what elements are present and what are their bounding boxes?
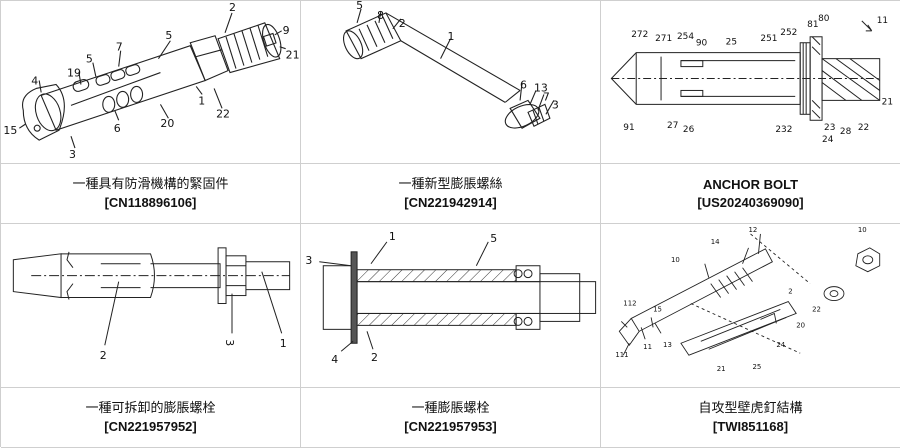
fig3-label: 26 bbox=[683, 125, 695, 135]
fig3-label: 81 bbox=[807, 20, 818, 30]
fastener-drawing: 2 9 21 5 7 5 19 4 15 3 6 20 1 22 bbox=[1, 1, 300, 163]
patent-caption-5: 一種膨脹螺栓 [CN221957953] bbox=[301, 388, 601, 448]
fig1-label: 5 bbox=[86, 53, 93, 66]
patent-caption-3: ANCHOR BOLT [US20240369090] bbox=[601, 164, 900, 224]
fig6-label: 22 bbox=[812, 305, 821, 313]
fig4-label: 2 bbox=[100, 349, 107, 362]
fig2-label: 6 bbox=[520, 78, 527, 91]
patent-number: [TWI851168] bbox=[713, 418, 788, 436]
patent-number: [CN221942914] bbox=[404, 194, 497, 212]
fig1-label: 2 bbox=[229, 1, 236, 14]
fig5-label: 4 bbox=[331, 353, 338, 366]
fig4-label: 3 bbox=[223, 339, 236, 346]
expansion-bolt-section-drawing: 3 1 5 4 2 bbox=[301, 224, 600, 387]
fig1-label: 9 bbox=[283, 24, 290, 37]
fig1-label: 7 bbox=[116, 41, 123, 54]
removable-bolt-drawing: 2 3 1 bbox=[1, 224, 300, 387]
fig6-label: 2 bbox=[788, 288, 792, 296]
fig3-label: 90 bbox=[696, 39, 708, 49]
fig1-label: 6 bbox=[114, 122, 121, 135]
fig3-label: 80 bbox=[818, 14, 830, 24]
fig6-label: 24 bbox=[776, 341, 785, 349]
fig6-label: 10 bbox=[858, 226, 867, 234]
fig6-label: 111 bbox=[615, 351, 628, 359]
fig3-label: 271 bbox=[655, 34, 672, 44]
fig1-label: 22 bbox=[216, 107, 230, 120]
fig3-label: 11 bbox=[877, 16, 888, 26]
patent-caption-2: 一種新型膨脹螺絲 [CN221942914] bbox=[301, 164, 601, 224]
patent-caption-4: 一種可拆卸的膨脹螺栓 [CN221957952] bbox=[1, 388, 301, 448]
anchor-bolt-drawing: 11 81 80 272 271 254 90 25 251 252 91 27… bbox=[601, 1, 900, 163]
fig5-label: 1 bbox=[389, 230, 396, 243]
fig2-label: 5 bbox=[356, 1, 363, 12]
fig1-label: 1 bbox=[198, 94, 205, 107]
fig2-label: 3 bbox=[552, 98, 559, 111]
fig3-label: 272 bbox=[631, 30, 648, 40]
fig5-label: 3 bbox=[305, 254, 312, 267]
patent-figure-5: 3 1 5 4 2 bbox=[301, 224, 601, 388]
fig1-label: 3 bbox=[69, 148, 76, 161]
patent-figure-4: 2 3 1 bbox=[1, 224, 301, 388]
patent-title: 自攻型壁虎釘結構 bbox=[698, 400, 802, 418]
fig6-label: 15 bbox=[653, 305, 662, 313]
self-tapping-anchor-drawing: 12 10 14 10 112 15 111 11 13 2 22 24 25 … bbox=[601, 224, 900, 387]
fig2-label: 8 bbox=[377, 9, 384, 22]
fig6-label: 11 bbox=[643, 343, 652, 351]
patent-number: [CN118896106] bbox=[105, 194, 197, 212]
fig6-label: 112 bbox=[623, 300, 636, 308]
fig1-label: 20 bbox=[160, 117, 174, 130]
fig3-label: 23 bbox=[824, 123, 835, 133]
fig6-label: 10 bbox=[671, 256, 680, 264]
fig1-label: 5 bbox=[165, 29, 172, 42]
fig6-label: 20 bbox=[796, 321, 805, 329]
fig3-label: 24 bbox=[822, 135, 834, 145]
patent-title: ANCHOR BOLT bbox=[703, 176, 798, 194]
fig5-label: 2 bbox=[371, 351, 378, 364]
fig6-label: 21 bbox=[717, 365, 726, 373]
patent-caption-6: 自攻型壁虎釘結構 [TWI851168] bbox=[601, 388, 900, 448]
fig4-label: 1 bbox=[280, 337, 287, 350]
patent-figure-3: 11 81 80 272 271 254 90 25 251 252 91 27… bbox=[601, 1, 900, 164]
patent-title: 一種新型膨脹螺絲 bbox=[398, 176, 502, 194]
fig3-label: 21 bbox=[882, 97, 893, 107]
fig1-label: 21 bbox=[286, 49, 300, 62]
patent-number: [CN221957953] bbox=[404, 418, 497, 436]
patent-caption-1: 一種具有防滑機構的緊固件 [CN118896106] bbox=[1, 164, 301, 224]
patent-title: 一種具有防滑機構的緊固件 bbox=[72, 176, 228, 194]
fig6-label: 14 bbox=[711, 238, 720, 246]
fig3-label: 251 bbox=[760, 34, 777, 44]
patent-figure-2: 5 8 2 1 6 13 7 3 bbox=[301, 1, 601, 164]
fig3-label: 252 bbox=[780, 28, 797, 38]
fig3-label: 22 bbox=[858, 123, 869, 133]
fig3-label: 25 bbox=[726, 38, 737, 48]
patent-number: [CN221957952] bbox=[104, 418, 197, 436]
fig6-label: 12 bbox=[749, 226, 758, 234]
expansion-screw-drawing: 5 8 2 1 6 13 7 3 bbox=[301, 1, 600, 163]
patent-figure-1: 2 9 21 5 7 5 19 4 15 3 6 20 1 22 bbox=[1, 1, 301, 164]
fig6-label: 13 bbox=[663, 341, 672, 349]
fig5-label: 5 bbox=[490, 232, 497, 245]
fig3-label: 27 bbox=[667, 121, 678, 131]
patent-figure-6: 12 10 14 10 112 15 111 11 13 2 22 24 25 … bbox=[601, 224, 900, 388]
fig3-label: 91 bbox=[623, 123, 634, 133]
fig1-label: 4 bbox=[31, 74, 38, 87]
fig3-label: 28 bbox=[840, 127, 852, 137]
fig6-label: 25 bbox=[752, 363, 761, 371]
patent-title: 一種可拆卸的膨脹螺栓 bbox=[85, 400, 215, 418]
fig2-label: 2 bbox=[399, 17, 406, 30]
patent-title: 一種膨脹螺栓 bbox=[411, 400, 489, 418]
patent-number: [US20240369090] bbox=[697, 194, 803, 212]
fig2-label: 7 bbox=[543, 90, 550, 103]
fig2-label: 1 bbox=[448, 30, 455, 43]
fig1-label: 15 bbox=[3, 124, 17, 137]
fig3-label: 232 bbox=[775, 125, 792, 135]
fig1-label: 19 bbox=[67, 67, 81, 80]
fig3-label: 254 bbox=[677, 32, 694, 42]
